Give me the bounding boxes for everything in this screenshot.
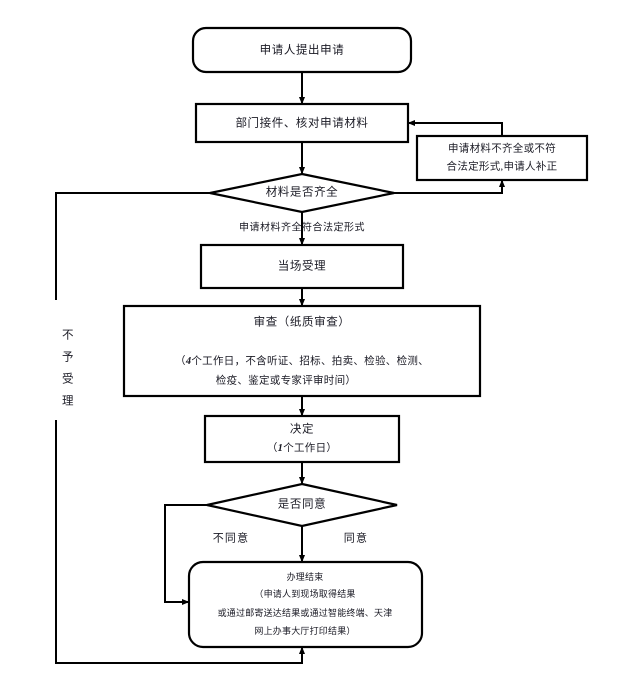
edge-decision-left-rail — [55, 192, 210, 300]
node-finish-line3: 或通过邮寄送达结果或通过智能终端、天津 — [218, 607, 393, 618]
edge-label-agree: 同意 — [344, 531, 368, 545]
edge-label-not-accepted: 不 予 受 理 — [62, 330, 74, 408]
edge-left-rail-to-finish-bottom — [55, 420, 306, 664]
node-receive[interactable]: 部门接件、核对申请材料 — [194, 102, 410, 144]
edge-supplement-to-receive — [407, 119, 503, 136]
node-supplement-shape — [415, 134, 589, 182]
node-accept-shape — [199, 243, 405, 290]
not-accepted-char-1: 予 — [62, 351, 74, 364]
not-accepted-char-0: 不 — [62, 330, 74, 342]
node-finish-line4: 网上办事大厅打印结果） — [254, 625, 355, 636]
connector-layer — [55, 72, 506, 664]
edge-label-materials-complete: 申请材料齐全符合法定形式 — [239, 220, 365, 233]
node-supplement-line1: 申请材料不齐全或不符 — [448, 141, 556, 154]
node-decide-detail-suffix: 个工作日） — [283, 442, 337, 454]
node-finish-line2: （申请人到现场取得结果 — [254, 588, 355, 599]
node-start[interactable]: 申请人提出申请 — [191, 26, 413, 74]
node-review-detail-line1: （4个工作日，不含听证、招标、拍卖、检验、检测、 — [175, 354, 429, 367]
node-decide-detail-number: 1 — [278, 443, 284, 454]
edge-decision-to-supplement — [394, 179, 506, 194]
node-decide-detail-prefix: （ — [267, 442, 278, 454]
node-decision-materials-label: 材料是否齐全 — [266, 185, 339, 199]
node-supplement-line2: 合法定形式,申请人补正 — [447, 159, 558, 172]
node-review[interactable]: 审查（纸质审查） （4个工作日，不含听证、招标、拍卖、检验、检测、 检疫、鉴定或… — [122, 304, 482, 398]
node-accept-label: 当场受理 — [278, 259, 326, 273]
node-start-label: 申请人提出申请 — [260, 43, 345, 57]
node-decide-shape — [203, 414, 401, 464]
node-decision-approve-shape — [206, 482, 398, 528]
node-decision-materials-complete[interactable]: 材料是否齐全 — [209, 172, 395, 214]
node-decision-approve[interactable]: 是否同意 — [206, 482, 398, 528]
edge-label-disagree: 不同意 — [213, 531, 250, 545]
not-accepted-char-3: 理 — [62, 395, 74, 408]
node-accept[interactable]: 当场受理 — [199, 243, 405, 290]
node-decide[interactable]: 决定 （1个工作日） — [203, 414, 401, 464]
not-accepted-char-2: 受 — [62, 373, 74, 386]
node-review-shape — [122, 304, 482, 398]
node-review-detail-number: 4 — [185, 356, 192, 367]
node-review-title: 审查（纸质审查） — [254, 315, 351, 329]
node-review-detail-prefix: （ — [175, 355, 186, 367]
node-decide-detail: （1个工作日） — [267, 442, 337, 454]
node-finish-shape — [187, 560, 424, 649]
node-decide-title: 决定 — [290, 422, 314, 436]
node-finish[interactable]: 办理结束 （申请人到现场取得结果 或通过邮寄送达结果或通过智能终端、天津 网上办… — [187, 560, 424, 649]
node-decision-approve-label: 是否同意 — [278, 497, 326, 511]
node-finish-line1: 办理结束 — [287, 571, 324, 582]
node-start-shape — [191, 26, 413, 74]
node-receive-label: 部门接件、核对申请材料 — [235, 116, 368, 130]
node-receive-shape — [194, 102, 410, 144]
node-review-detail-line2: 检疫、鉴定或专家评审时间） — [216, 373, 356, 386]
node-review-detail-rest: 个工作日，不含听证、招标、拍卖、检验、检测、 — [191, 354, 429, 367]
node-decision-materials-shape — [209, 172, 395, 214]
node-supplement[interactable]: 申请材料不齐全或不符 合法定形式,申请人补正 — [415, 134, 589, 182]
edge-disagree-to-finish — [164, 504, 210, 606]
